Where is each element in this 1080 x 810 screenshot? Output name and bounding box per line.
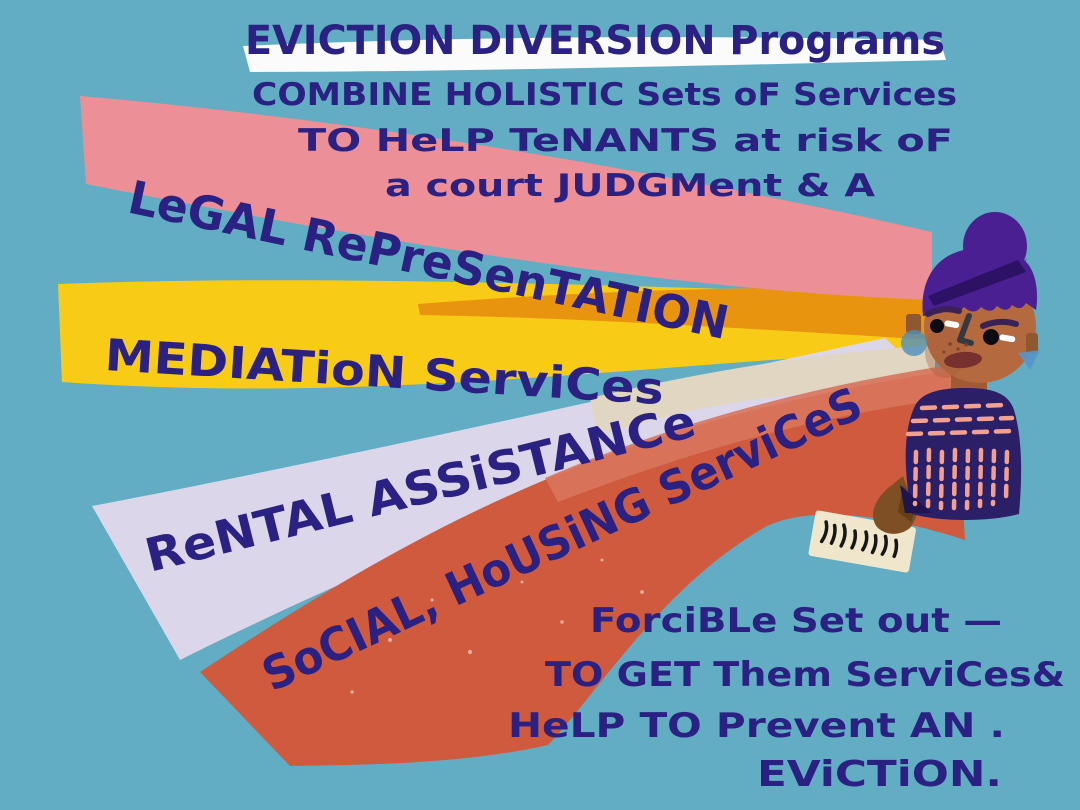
thumb bbox=[893, 476, 908, 490]
ribbon-mediation-orange-edge bbox=[418, 287, 935, 340]
right-eyebrow bbox=[980, 318, 1019, 329]
left-ear bbox=[906, 314, 921, 334]
sweater-yoke-stitches bbox=[905, 402, 1018, 437]
notice-paper-scribbles bbox=[819, 520, 899, 559]
ribbon-legal bbox=[80, 96, 932, 300]
right-eye bbox=[983, 329, 999, 345]
freckles bbox=[942, 342, 968, 354]
ribbon-social-highlight bbox=[545, 365, 955, 502]
outro-line-2: TO GET Them ServiCes& bbox=[545, 655, 1065, 695]
intro-line-3: a court JUDGMent & A bbox=[385, 168, 875, 204]
left-eye-glint bbox=[944, 320, 960, 329]
sweater-rib-stitches bbox=[912, 447, 1010, 511]
mouth bbox=[944, 351, 982, 369]
page-title: EVICTION DIVERSION Programs bbox=[245, 18, 945, 64]
sweater-shadow bbox=[900, 485, 932, 513]
left-earring bbox=[901, 330, 927, 356]
hair-streak bbox=[928, 260, 1026, 306]
left-eyebrow bbox=[925, 306, 962, 317]
intro-line-1: COMBINE HOLISTIC Sets oF Services bbox=[252, 77, 957, 113]
intro-line-2: TO HeLP TeNANTS at risk oF bbox=[298, 123, 953, 159]
right-earring bbox=[1018, 350, 1040, 370]
tenant-character bbox=[808, 212, 1040, 573]
right-ear bbox=[1026, 333, 1038, 353]
outro-line-4: EViCTiON. bbox=[757, 754, 1002, 795]
outro-line-1: ForciBLe Set out — bbox=[590, 601, 1002, 641]
outro-line-3: HeLP TO Prevent AN . bbox=[508, 706, 1005, 746]
ribbon-rental-cream-end bbox=[590, 345, 935, 436]
ribbon-social bbox=[200, 370, 965, 766]
nose bbox=[957, 313, 974, 346]
title-highlight-band bbox=[243, 37, 946, 72]
left-eye bbox=[930, 319, 944, 333]
ribbon-speckles bbox=[350, 558, 644, 694]
ribbon-fan bbox=[58, 96, 965, 766]
right-eye-glint bbox=[999, 334, 1016, 343]
